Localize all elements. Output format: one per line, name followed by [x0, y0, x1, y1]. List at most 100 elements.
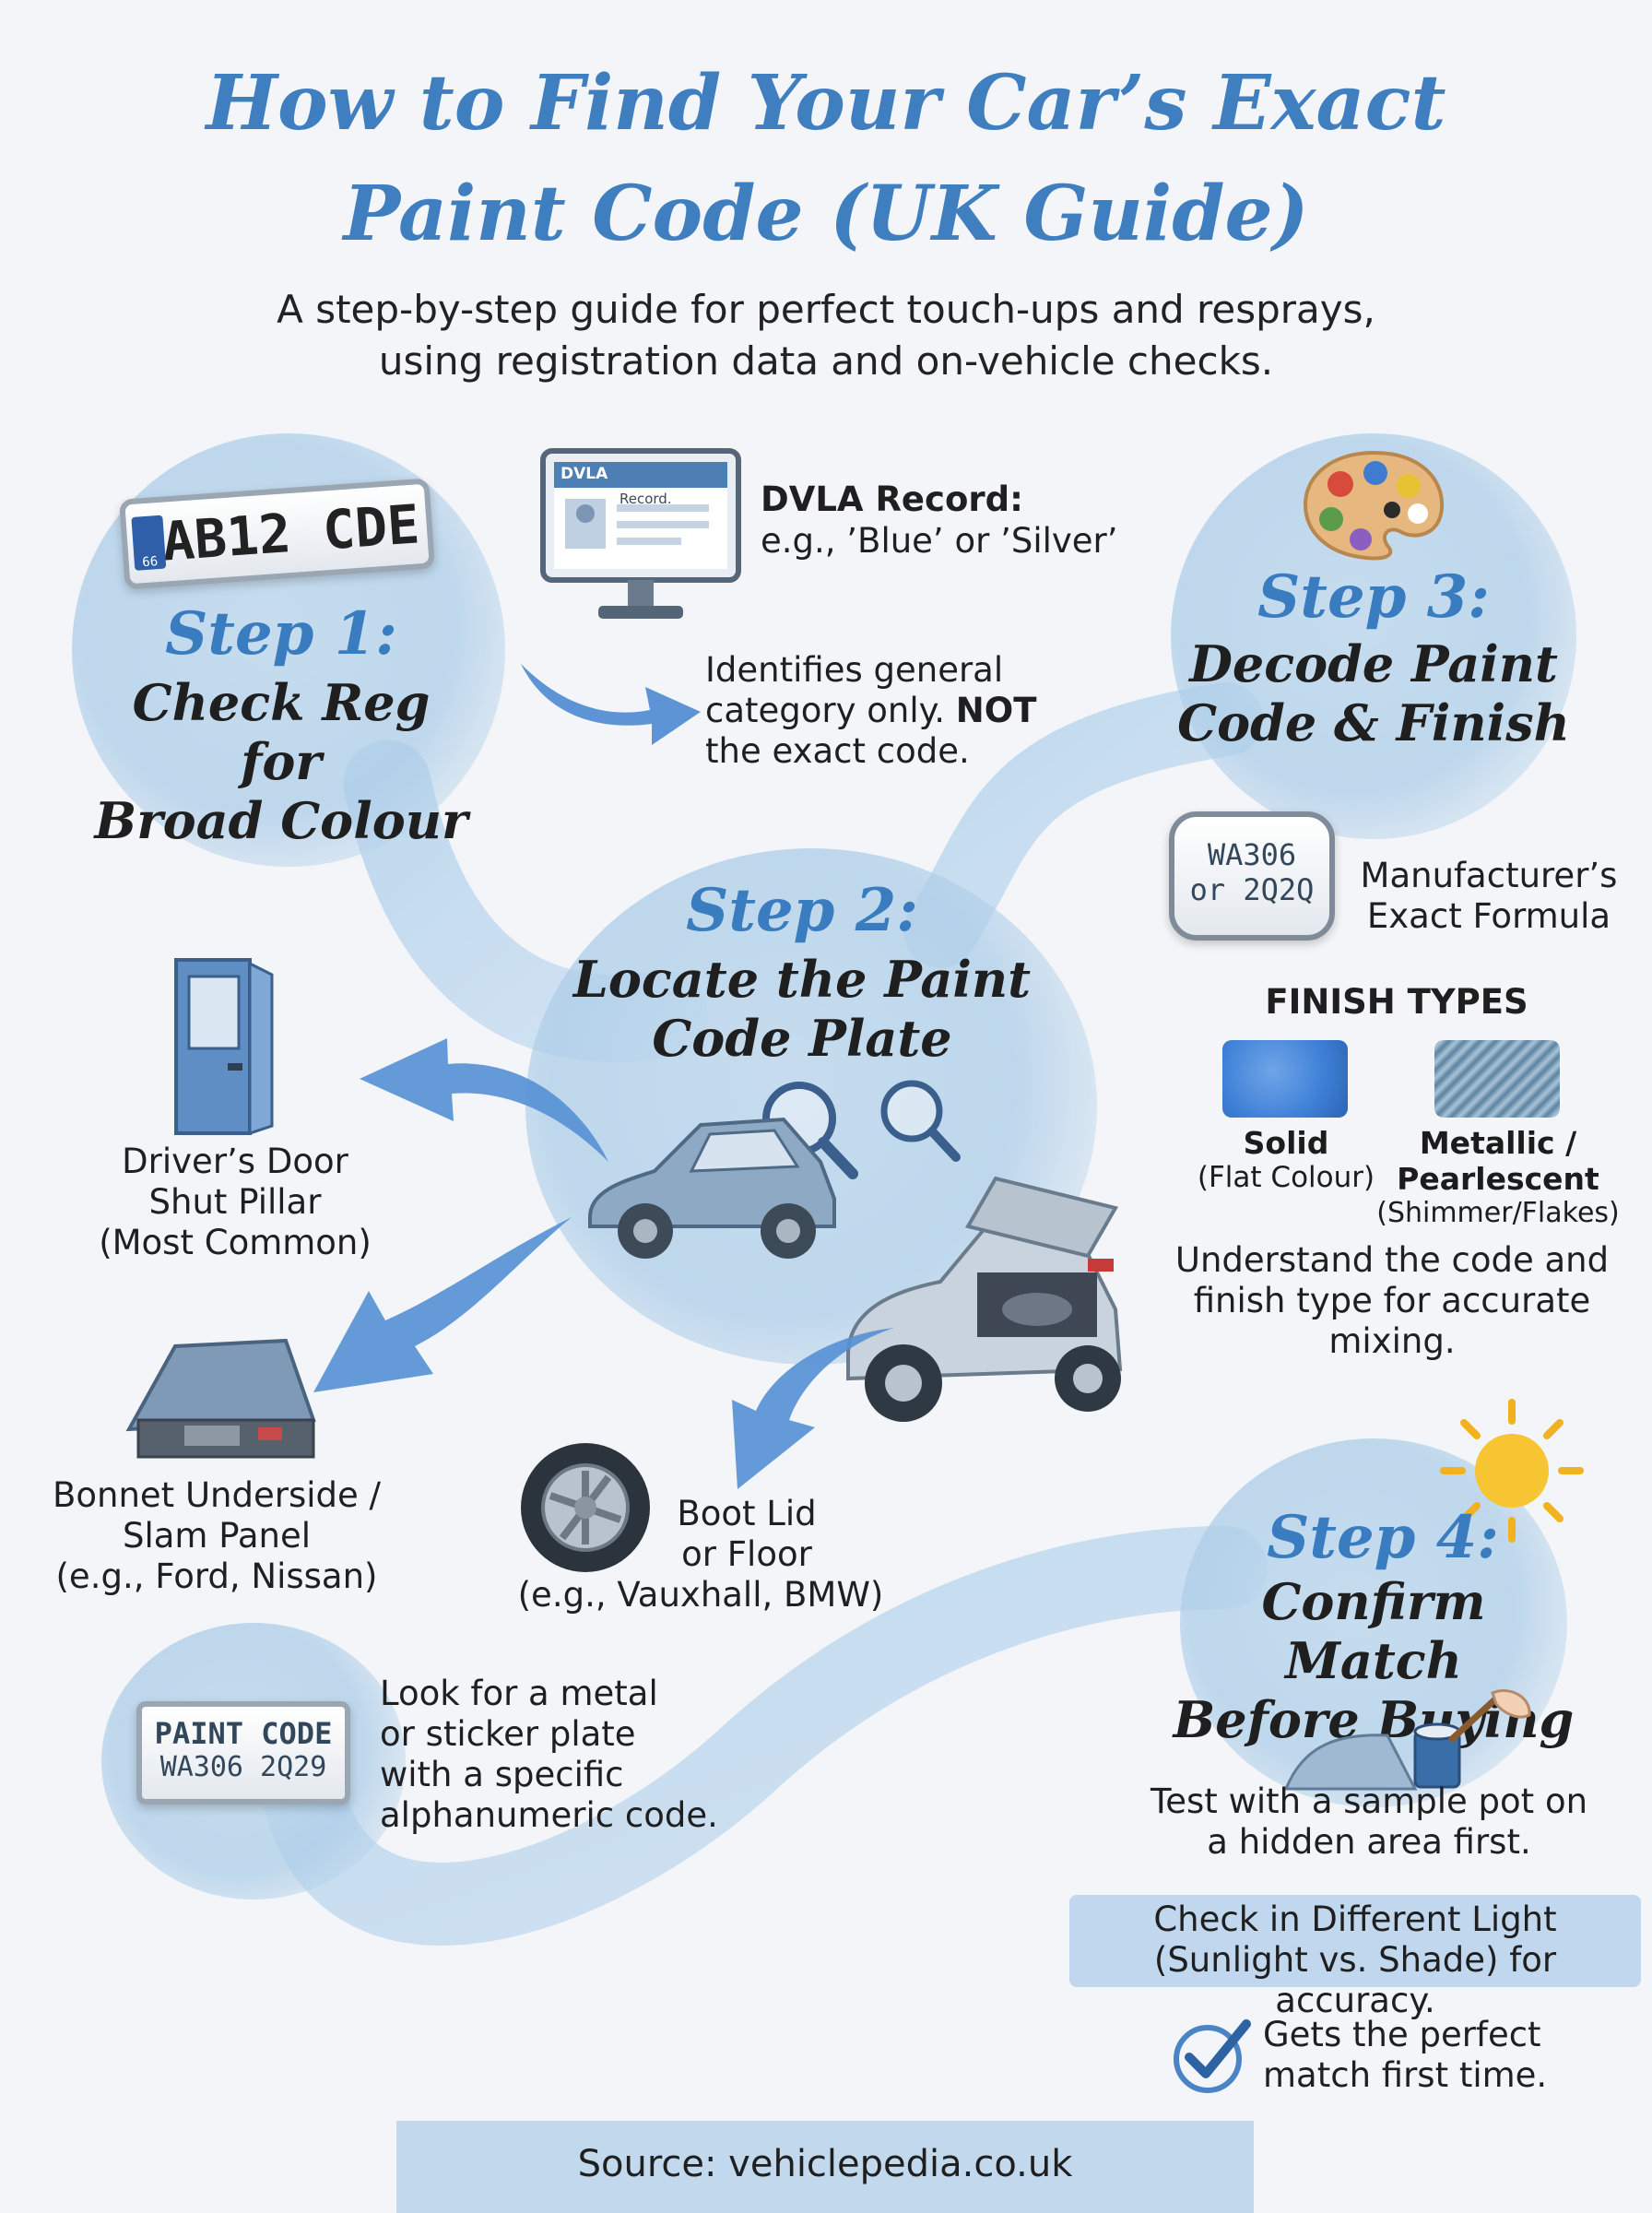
step1-label: Step 1: — [165, 599, 397, 669]
car-side-icon — [588, 1117, 836, 1259]
arrow-step1-right-icon — [521, 664, 701, 745]
step3-desc-line-1: Decode Paint — [1189, 634, 1558, 693]
solid-swatch — [1222, 1040, 1348, 1118]
door-line-2: Shut Pillar — [148, 1182, 322, 1222]
result-line-1: Gets the perfect — [1263, 2015, 1541, 2054]
sample-pot-brush-icon — [1283, 1689, 1531, 1791]
bonnet-engine-icon — [125, 1338, 316, 1459]
step1-description: Check Reg for Broad Colour — [88, 673, 475, 850]
boot-line-2: or Floor — [681, 1534, 812, 1574]
light-line-2: (Sunlight vs. Shade) for accuracy. — [1153, 1940, 1557, 2020]
step3-note-line-1: Understand the code and — [1174, 1240, 1610, 1280]
arrow-to-door-icon — [360, 1038, 608, 1162]
step3-description: Decode Paint Code & Finish — [1171, 634, 1576, 752]
step4-description: Confirm Match Before Buying — [1171, 1572, 1576, 1749]
plate-note-line-4: alphanumeric code. — [380, 1795, 718, 1835]
test-line-2: a hidden area first. — [1207, 1822, 1531, 1862]
formula-line-1: Manufacturer’s — [1360, 856, 1618, 895]
formula-line-2: Exact Formula — [1366, 896, 1611, 936]
magnifier-icon — [762, 1080, 961, 1179]
boot-line-1: Boot Lid — [677, 1494, 817, 1533]
plate-note-line-1: Look for a metal — [380, 1674, 658, 1713]
car-boot-open-icon — [846, 1176, 1123, 1422]
step1-desc-line-2: Broad Colour — [94, 791, 468, 850]
step2-desc-line-1: Locate the Paint — [572, 950, 1032, 1009]
dvla-screen-title: DVLA — [560, 465, 608, 483]
plate-badge: 66 — [131, 515, 167, 571]
step2-description: Locate the Paint Code Plate — [562, 950, 1042, 1068]
test-line-1: Test with a sample pot on — [1150, 1781, 1588, 1821]
footer-wash — [396, 2121, 1254, 2213]
door-line-3: (Most Common) — [99, 1223, 372, 1262]
page-subtitle: A step-by-step guide for perfect touch-u… — [0, 284, 1652, 387]
sun-icon — [1440, 1399, 1584, 1543]
step3-label: Step 3: — [1257, 562, 1490, 632]
solid-label: Solid (Flat Colour) — [1189, 1125, 1383, 1194]
step1-note-line-3: the exact code. — [705, 731, 970, 771]
step2-label: Step 2: — [686, 876, 918, 945]
paint-code-plate: PAINT CODE WA306 2Q29 — [136, 1701, 350, 1805]
paint-plate-line-1: PAINT CODE — [154, 1716, 333, 1751]
subtitle-line-1: A step-by-step guide for perfect touch-u… — [277, 287, 1375, 332]
finish-types-heading: FINISH TYPES — [1265, 982, 1528, 1022]
bonnet-line-1: Bonnet Underside / — [53, 1475, 381, 1515]
arrow-to-bonnet-icon — [313, 1217, 572, 1392]
step1-note-line-2: category only. NOT — [705, 691, 1037, 730]
subtitle-line-2: using registration data and on-vehicle c… — [378, 338, 1274, 384]
location-boot: Boot Lid or Floor (e.g., Vauxhall, BMW) — [516, 1494, 885, 1615]
monitor-icon — [540, 448, 741, 619]
solid-sub: (Flat Colour) — [1197, 1161, 1375, 1194]
step4-label: Step 4: — [1267, 1503, 1499, 1572]
step4-result: Gets the perfect match first time. — [1263, 2015, 1547, 2096]
metallic-label: Metallic / Pearlescent (Shimmer/Flakes) — [1374, 1125, 1622, 1229]
door-icon — [174, 958, 274, 1136]
title-line-1: How to Find Your Car’s Exact — [206, 59, 1446, 148]
solid-name: Solid — [1243, 1125, 1329, 1161]
light-check-band — [1069, 1895, 1641, 1987]
boot-line-3: (e.g., Vauxhall, BMW) — [517, 1575, 884, 1615]
step1-desc-line-1: Check Reg for — [132, 673, 431, 791]
tag-code-line-2: or 2Q2Q — [1189, 872, 1315, 907]
dvla-screen-record: Record. — [620, 491, 672, 507]
step4-desc-line-1: Confirm Match — [1261, 1572, 1486, 1690]
dvla-record-heading: DVLA Record: — [761, 479, 1023, 519]
light-line-1: Check in Different Light — [1153, 1899, 1557, 1939]
path-bottom — [263, 1526, 1268, 1946]
door-line-1: Driver’s Door — [122, 1142, 348, 1181]
step1-note-line-1: Identifies general — [705, 650, 1004, 690]
step1-note: Identifies general category only. NOT th… — [705, 650, 1036, 772]
dvla-record-example: e.g., ’Blue’ or ’Silver’ — [761, 521, 1118, 561]
location-door: Driver’s Door Shut Pillar (Most Common) — [88, 1142, 383, 1263]
result-line-2: match first time. — [1263, 2055, 1548, 2095]
tag-code-line-1: WA306 — [1207, 837, 1297, 872]
paint-plate-line-2: WA306 2Q29 — [159, 1751, 327, 1783]
metallic-swatch — [1434, 1040, 1560, 1118]
manufacturer-formula: Manufacturer’s Exact Formula — [1341, 856, 1636, 937]
bonnet-line-3: (e.g., Ford, Nissan) — [55, 1556, 378, 1596]
metallic-sub: (Shimmer/Flakes) — [1376, 1197, 1620, 1229]
arrow-to-boot-icon — [732, 1328, 894, 1489]
paint-code-tag: WA306 or 2Q2Q — [1169, 811, 1335, 941]
metallic-name-2: Pearlescent — [1397, 1161, 1599, 1197]
step4-light-check: Check in Different Light (Sunlight vs. S… — [1069, 1899, 1641, 2021]
title-line-2: Paint Code (UK Guide) — [343, 170, 1309, 258]
wheel-icon — [521, 1443, 650, 1572]
step3-note: Understand the code and finish type for … — [1162, 1240, 1622, 1362]
not-emphasis: NOT — [955, 691, 1037, 730]
plate-note-line-2: or sticker plate — [380, 1714, 636, 1754]
step3-note-line-3: mixing. — [1328, 1321, 1456, 1361]
step3-desc-line-2: Code & Finish — [1177, 693, 1570, 752]
page-title: How to Find Your Car’s Exact Paint Code … — [0, 55, 1652, 262]
metallic-name-1: Metallic / — [1419, 1125, 1577, 1161]
step3-note-line-2: finish type for accurate — [1193, 1281, 1591, 1320]
plate-note-line-3: with a specific — [380, 1755, 624, 1794]
step4-test: Test with a sample pot on a hidden area … — [1125, 1781, 1613, 1863]
location-bonnet: Bonnet Underside / Slam Panel (e.g., For… — [46, 1475, 387, 1597]
checkmark-icon — [1174, 2019, 1251, 2093]
plate-number: AB12 CDE — [159, 492, 422, 574]
paint-plate-note: Look for a metal or sticker plate with a… — [380, 1674, 718, 1836]
palette-icon — [1303, 450, 1445, 561]
source-credit: Source: vehiclepedia.co.uk — [577, 2143, 1073, 2185]
step2-desc-line-2: Code Plate — [652, 1009, 952, 1068]
bonnet-line-2: Slam Panel — [122, 1516, 312, 1556]
